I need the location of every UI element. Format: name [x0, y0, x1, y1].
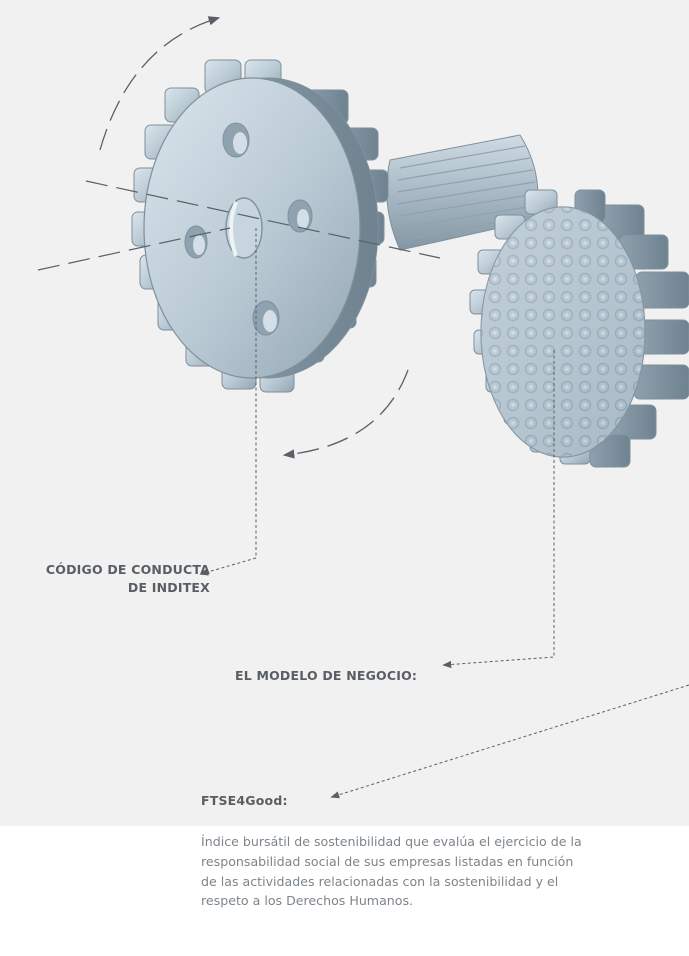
modelo-de-negocio-label: EL MODELO DE NEGOCIO:: [235, 668, 418, 683]
leader-lines: [199, 228, 689, 799]
ftse4good-description: Índice bursátil de sostenibilidad que ev…: [201, 834, 582, 909]
codigo-de-conducta-label: CÓDIGO DE CONDUCTA DE INDITEX: [45, 562, 210, 595]
ftse4good-label: FTSE4Good:: [201, 793, 288, 808]
left-gear: [131, 59, 389, 393]
rotation-axis: [37, 180, 441, 271]
right-gear: [469, 189, 689, 468]
gear-illustration: [37, 16, 689, 799]
rotation-arrows: [99, 16, 409, 459]
